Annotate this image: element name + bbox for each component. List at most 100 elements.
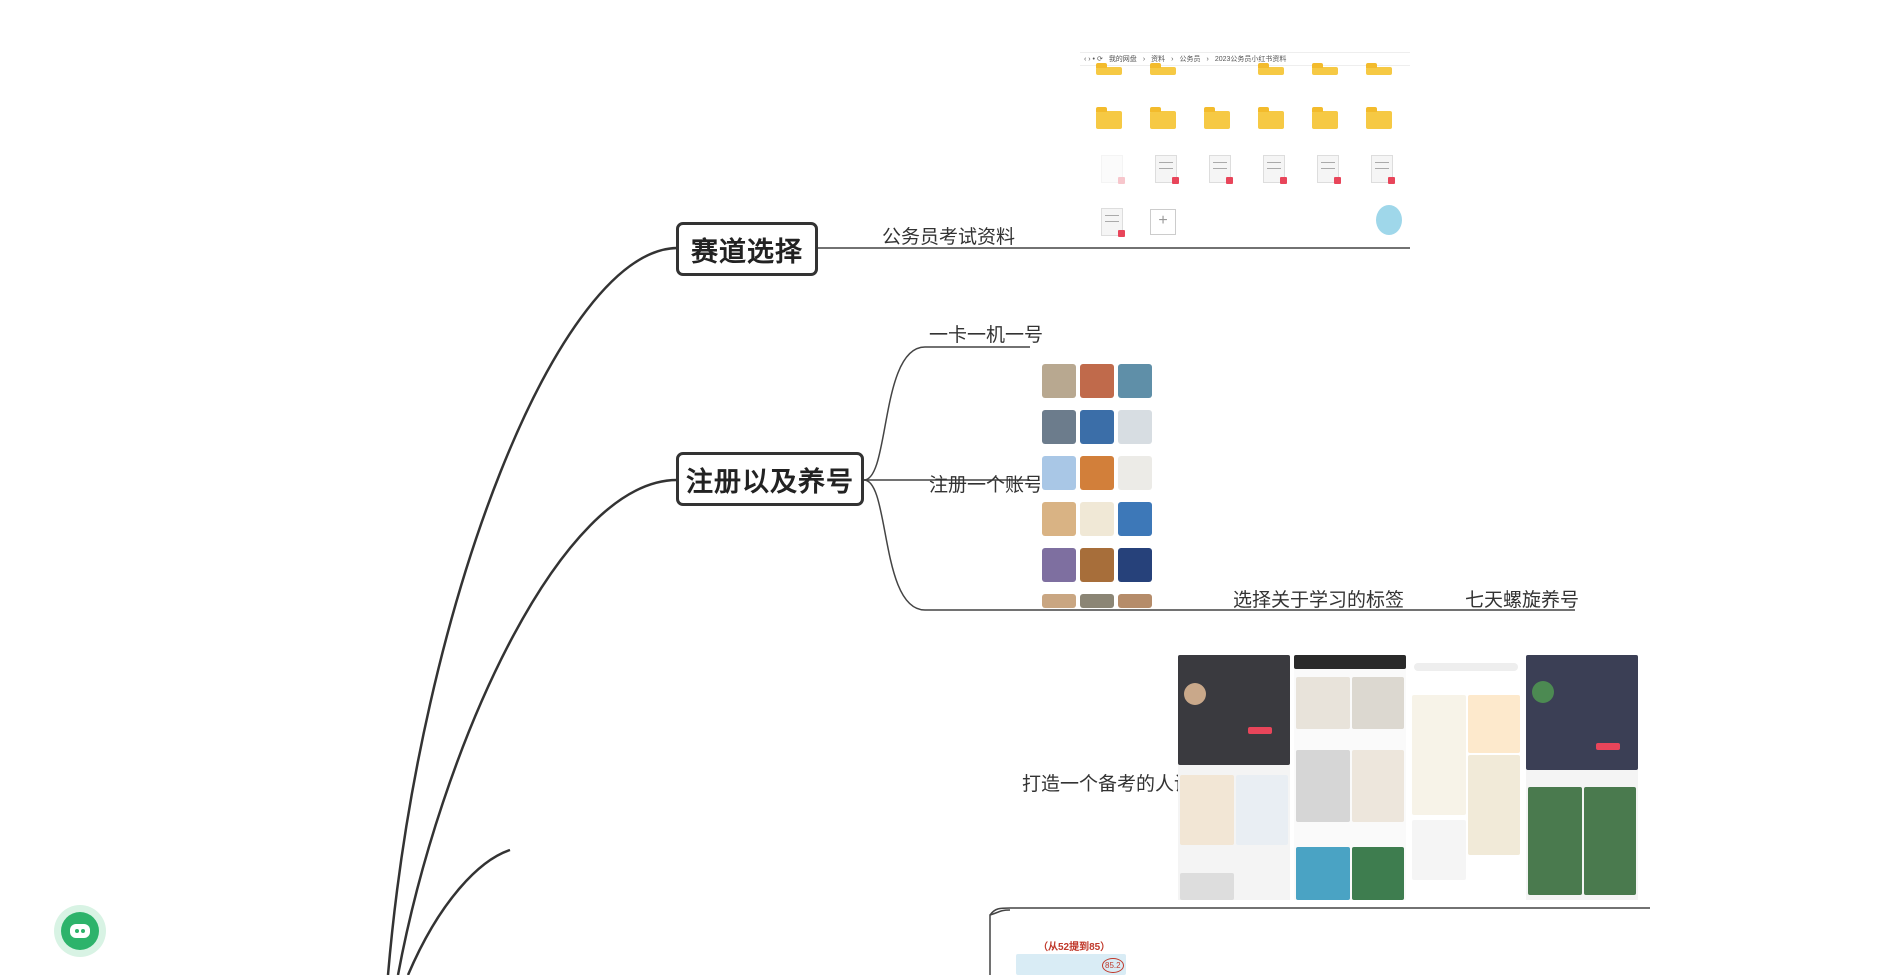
link-register-leaves: [863, 346, 1030, 481]
robot-icon: [61, 912, 99, 950]
crumb: 资料: [1151, 56, 1166, 63]
leaf-register-account[interactable]: 注册一个账号: [929, 475, 1044, 496]
avatar: [1532, 681, 1554, 703]
back-icon: ‹ › • ⟳: [1084, 56, 1103, 63]
score-card-screenshot: （从52提到85） 85.2: [1012, 918, 1132, 975]
folder-icon: [1312, 63, 1338, 75]
post-thumb: [1296, 677, 1350, 729]
document-icon: [1101, 208, 1125, 237]
avatar-option[interactable]: [1042, 548, 1076, 582]
document-icon: [1209, 155, 1233, 184]
post-thumb: [1180, 775, 1234, 845]
avatar-option[interactable]: [1080, 364, 1114, 398]
leaf-one-card-one-phone[interactable]: 一卡一机一号: [929, 325, 1044, 346]
document-icon: [1263, 155, 1287, 184]
file-explorer-screenshot: ‹ › • ⟳ 我的网盘› 资料› 公务员› 2023公务员小红书资料 +: [1080, 52, 1410, 247]
branch-label: 注册以及养号: [686, 466, 854, 497]
avatar-option[interactable]: [1080, 548, 1114, 582]
score-panel: [1016, 954, 1126, 975]
avatar-sticker: [1376, 205, 1402, 235]
crumb: 公务员: [1179, 56, 1201, 63]
leaf-build-exam-persona[interactable]: 打造一个备考的人设: [1022, 774, 1194, 795]
top-bar: [1294, 655, 1406, 669]
crumb: 2023公务员小红书资料: [1214, 56, 1287, 63]
avatar-option[interactable]: [1042, 456, 1076, 490]
leaf-select-study-tags[interactable]: 选择关于学习的标签: [1233, 590, 1405, 611]
document-icon: [1155, 155, 1179, 184]
post-thumb: [1468, 695, 1520, 753]
post-thumb: [1352, 677, 1404, 729]
avatar-option[interactable]: [1118, 410, 1152, 444]
avatar-option[interactable]: [1042, 502, 1076, 536]
avatar-option[interactable]: [1118, 502, 1152, 536]
chevron-right-icon: ›: [1206, 55, 1209, 63]
avatar-option[interactable]: [1080, 456, 1114, 490]
link-root-to-register: [396, 478, 678, 975]
follow-button[interactable]: [1248, 727, 1272, 734]
post-thumb: [1236, 775, 1288, 845]
post-thumb: [1352, 750, 1404, 822]
branch-label: 赛道选择: [691, 236, 803, 267]
leaf-civil-service-materials[interactable]: 公务员考试资料: [882, 227, 1016, 248]
folder-icon: [1150, 63, 1176, 75]
post-thumb: [1296, 750, 1350, 822]
score-headline: （从52提到85）: [1038, 942, 1111, 953]
upload-plus-icon[interactable]: +: [1150, 209, 1176, 235]
post-thumb: [1528, 787, 1582, 895]
avatar-choices-screenshot: [1040, 360, 1158, 608]
post-thumb: [1412, 695, 1466, 815]
post-thumb: [1180, 873, 1234, 900]
leaf-seven-day-nurture[interactable]: 七天螺旋养号: [1465, 590, 1580, 611]
avatar-option[interactable]: [1118, 548, 1152, 582]
document-icon: [1371, 155, 1395, 184]
folder-icon: [1312, 107, 1338, 129]
post-thumb: [1352, 847, 1404, 900]
avatar-option[interactable]: [1042, 594, 1076, 608]
avatar-option[interactable]: [1080, 594, 1114, 608]
explorer-breadcrumb: ‹ › • ⟳ 我的网盘› 资料› 公务员› 2023公务员小红书资料: [1080, 53, 1410, 66]
profile-header: [1178, 655, 1290, 765]
folder-icon: [1258, 107, 1284, 129]
phone-screenshot-profile: [1178, 655, 1290, 900]
folder-icon: [1366, 107, 1392, 129]
link-persona: [989, 909, 1011, 975]
avatar-option[interactable]: [1118, 594, 1152, 608]
avatar-option[interactable]: [1042, 410, 1076, 444]
folder-icon: [1366, 63, 1392, 75]
score-badge: 85.2: [1102, 958, 1124, 973]
link-register-tags: [863, 479, 1575, 611]
folder-icon: [1096, 63, 1122, 75]
avatar-option[interactable]: [1080, 410, 1114, 444]
follow-button[interactable]: [1596, 743, 1620, 750]
folder-icon: [1258, 63, 1284, 75]
branch-register-and-nurture[interactable]: 注册以及养号: [676, 452, 864, 506]
document-icon: [1317, 155, 1341, 184]
avatar: [1184, 683, 1206, 705]
assistant-bot-button[interactable]: [54, 905, 106, 957]
document-icon: [1101, 155, 1125, 184]
phone-screenshot-notes: [1294, 655, 1406, 900]
chevron-right-icon: ›: [1142, 55, 1146, 63]
post-thumb: [1296, 847, 1350, 900]
phone-screenshot-search: [1410, 655, 1522, 900]
folder-icon: [1150, 107, 1176, 129]
avatar-option[interactable]: [1118, 364, 1152, 398]
branch-track-selection[interactable]: 赛道选择: [676, 222, 818, 276]
phone-screenshot-account: [1526, 655, 1638, 900]
link-persona-top: [989, 907, 1650, 916]
post-thumb: [1584, 787, 1636, 895]
avatar-option[interactable]: [1080, 502, 1114, 536]
post-thumb: [1468, 755, 1520, 855]
post-thumb: [1412, 820, 1466, 880]
chevron-right-icon: ›: [1171, 55, 1174, 63]
avatar-option[interactable]: [1118, 456, 1152, 490]
folder-icon: [1204, 107, 1230, 129]
search-bar[interactable]: [1414, 663, 1518, 671]
folder-icon: [1096, 107, 1122, 129]
link-root-to-track: [386, 246, 678, 975]
link-root-to-third: [406, 848, 511, 975]
avatar-option[interactable]: [1042, 364, 1076, 398]
profile-header: [1526, 655, 1638, 770]
